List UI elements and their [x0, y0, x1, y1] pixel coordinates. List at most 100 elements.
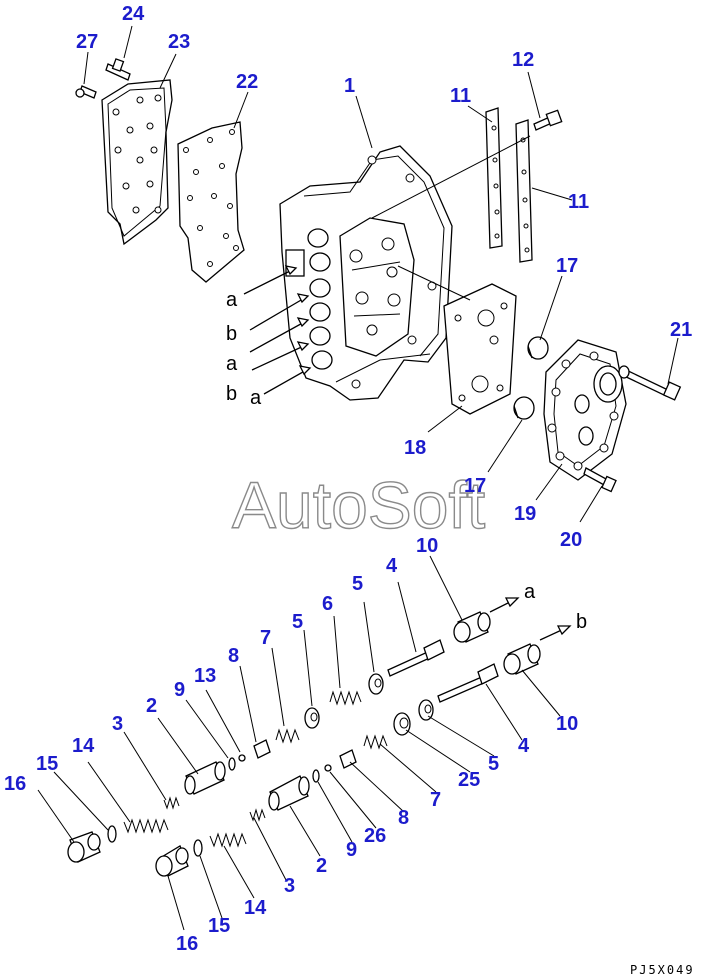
sleeve-10-lower: [503, 643, 541, 675]
callout-14-lower: 14: [244, 897, 267, 919]
spring-14-lower: [209, 832, 247, 848]
port-label-2: b: [226, 323, 237, 345]
ball-26: [324, 764, 332, 772]
ball-13: [238, 754, 246, 762]
callout-7-upper: 7: [260, 627, 271, 649]
callout-3-lower: 3: [284, 875, 295, 897]
port-letters: a b a b a a b: [226, 289, 587, 633]
callout-10-lower: 10: [556, 713, 578, 735]
callout-6: 6: [322, 593, 333, 615]
callout-27: 27: [76, 31, 98, 53]
spring-7-lower: [363, 734, 388, 750]
collar-5-upper-left: [304, 707, 320, 729]
callout-15-upper: 15: [36, 753, 58, 775]
callout-20: 20: [560, 529, 582, 551]
callout-15-lower: 15: [208, 915, 230, 937]
callout-23: 23: [168, 31, 190, 53]
callout-5-lower: 5: [488, 753, 499, 775]
gasket-22: [177, 121, 245, 283]
bolt-20: [583, 467, 617, 493]
callout-24: 24: [122, 3, 145, 25]
callout-16-lower: 16: [176, 933, 198, 955]
o-ring-15-lower: [193, 839, 203, 857]
callout-17-bottom: 17: [464, 475, 486, 497]
leader-lines: [37, 25, 679, 931]
port-arrows: [243, 265, 312, 395]
bolt-24: [105, 58, 131, 81]
piston-8-upper: [253, 739, 271, 759]
callout-12: 12: [512, 49, 534, 71]
callout-22: 22: [236, 71, 258, 93]
output-label-a: a: [524, 581, 536, 603]
fitting-27: [75, 85, 97, 99]
callout-3-upper: 3: [112, 713, 123, 735]
callout-25: 25: [458, 769, 480, 791]
callout-10-upper: 10: [416, 535, 438, 557]
spring-7-upper: [275, 728, 300, 744]
callout-11-top: 11: [450, 85, 471, 107]
callout-4-lower: 4: [518, 735, 530, 757]
drawing-code: PJ5X049: [630, 963, 695, 977]
collar-5-lower: [418, 699, 434, 721]
assembly-line-11: [371, 135, 531, 219]
spring-3-lower: [249, 808, 266, 822]
callout-17-top: 17: [556, 255, 578, 277]
o-ring-15-upper: [107, 825, 117, 843]
arrow-head-b: [556, 625, 572, 636]
callout-21: 21: [670, 319, 692, 341]
plug-17-upper: [527, 336, 549, 360]
ring-9-upper: [228, 757, 236, 771]
arrow-head-a: [504, 597, 520, 608]
strip-11-right: [515, 119, 533, 263]
callout-2-lower: 2: [316, 855, 327, 877]
collar-25: [393, 712, 411, 736]
callout-19: 19: [514, 503, 536, 525]
plug-17-lower: [513, 396, 535, 420]
bolt-12: [533, 109, 563, 131]
callout-8-lower: 8: [398, 807, 409, 829]
callout-16-upper: 16: [4, 773, 26, 795]
callout-26: 26: [364, 825, 386, 847]
port-label-4: b: [226, 383, 237, 405]
callout-9-upper: 9: [174, 679, 185, 701]
plug-16-lower: [155, 845, 189, 877]
callout-8-upper: 8: [228, 645, 239, 667]
bolt-21: [618, 365, 682, 401]
callout-1: 1: [344, 75, 355, 97]
callout-18: 18: [404, 437, 426, 459]
callout-numbers: 24 27 23 22 1 11 12 11 17 21 18 17 19 20…: [4, 3, 692, 955]
plate-18: [443, 283, 517, 415]
assembly-line-18: [397, 265, 471, 301]
strip-11-left: [485, 107, 503, 249]
callout-11-side: 11: [568, 191, 589, 213]
port-label-3: a: [226, 353, 238, 375]
callout-13: 13: [194, 665, 216, 687]
rod-4-lower: [437, 663, 499, 703]
ring-9-lower: [312, 769, 320, 783]
spring-3-upper: [163, 796, 180, 810]
end-cover-19: [543, 339, 627, 481]
plug-16-upper: [67, 831, 101, 863]
rod-4-upper: [387, 639, 445, 677]
cover-plate-23: [101, 79, 173, 246]
valve-body-1: [279, 145, 453, 401]
spring-6: [329, 690, 362, 706]
port-label-1: a: [226, 289, 238, 311]
callout-5-mid: 5: [292, 611, 303, 633]
callout-2-upper: 2: [146, 695, 157, 717]
callout-9-lower: 9: [346, 839, 357, 861]
output-label-b: b: [576, 611, 587, 633]
callout-14-upper: 14: [72, 735, 95, 757]
sleeve-10-upper: [453, 611, 491, 643]
spool-2-upper: [184, 761, 226, 795]
spool-2-lower: [268, 775, 310, 811]
callout-5-upper: 5: [352, 573, 363, 595]
callout-4-upper: 4: [386, 555, 398, 577]
port-label-5: a: [250, 387, 262, 409]
callout-7-lower: 7: [430, 789, 441, 811]
collar-5-upper-right: [368, 673, 384, 695]
spring-14-upper: [123, 818, 169, 834]
watermark: AutoSoft: [232, 468, 485, 542]
